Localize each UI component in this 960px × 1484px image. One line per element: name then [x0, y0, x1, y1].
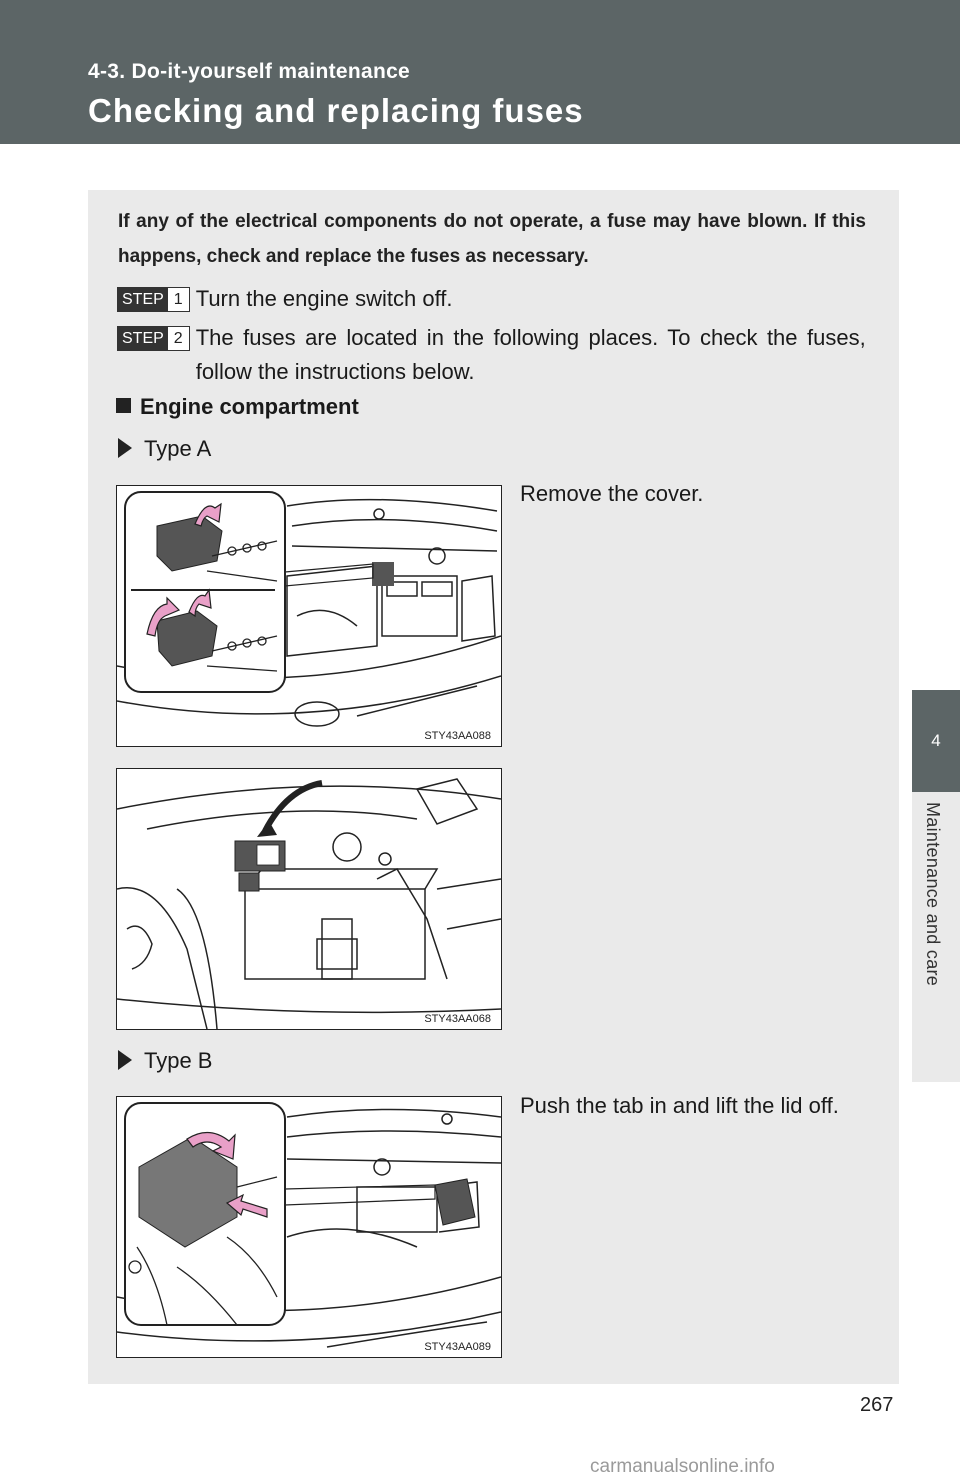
content-panel: If any of the electrical components do n…: [88, 190, 899, 1384]
watermark[interactable]: carmanualsonline.info: [590, 1456, 775, 1477]
engine-bay-illustration-2: [117, 778, 501, 1029]
type-a-label: Type A: [118, 436, 211, 462]
page-header: 4-3. Do-it-yourself maintenance Checking…: [0, 0, 960, 144]
type-a-caption: Remove the cover.: [520, 481, 704, 506]
figure-code: STY43AA068: [422, 1013, 493, 1025]
engine-bay-illustration-1: [117, 491, 501, 727]
figure-type-b-lid: STY43AA089: [116, 1096, 502, 1358]
figure-type-a-cover: STY43AA088: [116, 485, 502, 747]
figure-type-a-fuse-box: STY43AA068: [116, 768, 502, 1030]
engine-bay-illustration-3: [117, 1102, 501, 1348]
figure-code: STY43AA089: [422, 1341, 493, 1353]
section-label: 4-3. Do-it-yourself maintenance: [88, 60, 411, 83]
type-b-caption: Push the tab in and lift the lid off.: [520, 1093, 839, 1118]
page-title: Checking and replacing fuses: [88, 92, 584, 129]
step-2-text: The fuses are located in the following p…: [195, 325, 866, 384]
chapter-tab[interactable]: Maintenance and care: [912, 792, 960, 1082]
figure-code: STY43AA088: [422, 730, 493, 742]
page-number: 267: [860, 1394, 894, 1416]
triangle-bullet-icon: [118, 438, 132, 458]
intro-text: If any of the electrical components do n…: [118, 211, 866, 267]
step-1-text: Turn the engine switch off.: [195, 286, 453, 311]
type-b-label: Type B: [118, 1048, 212, 1074]
subheading: Engine compartment: [116, 394, 359, 420]
triangle-bullet-icon: [118, 1050, 132, 1070]
square-bullet-icon: [116, 398, 131, 413]
chapter-tab-number[interactable]: 4: [912, 690, 960, 792]
chapter-tab-title: Maintenance and care: [923, 802, 943, 987]
